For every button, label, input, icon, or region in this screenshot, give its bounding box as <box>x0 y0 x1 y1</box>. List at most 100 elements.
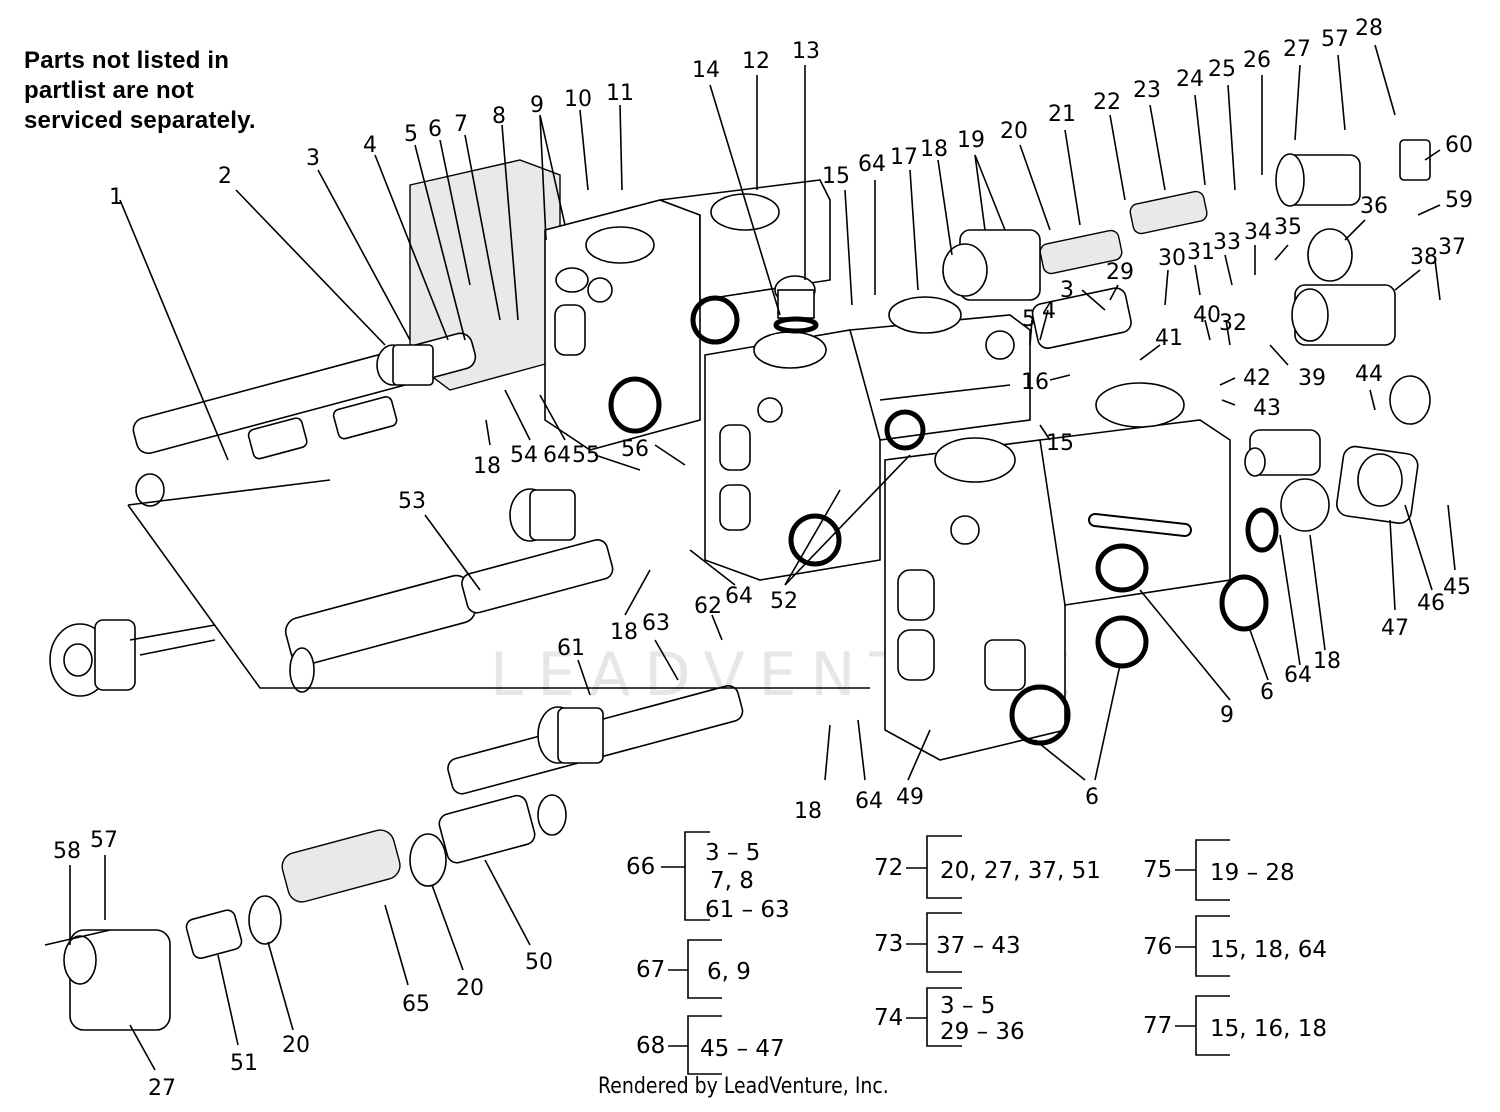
kit-66-line-2: 7, 8 <box>710 868 754 894</box>
callout-40: 40 <box>1193 303 1221 328</box>
callout-37: 37 <box>1438 235 1466 260</box>
kit-77: 77 15, 16, 18 <box>1143 995 1327 1056</box>
kit-75-line-1: 19 – 28 <box>1210 860 1295 886</box>
kit-68: 68 45 – 47 <box>636 1015 785 1075</box>
callout-46: 46 <box>1417 591 1445 616</box>
kit-74-line-2: 29 – 36 <box>940 1019 1025 1045</box>
spring-65 <box>281 829 401 903</box>
callout-44: 44 <box>1355 362 1383 387</box>
callout-labels: 1 2 3 4 5 6 7 8 9 10 11 12 13 14 15 64 1… <box>53 16 1473 1101</box>
callout-22: 22 <box>1093 90 1121 115</box>
valve-body-front <box>884 382 1269 761</box>
callout-18-top: 18 <box>920 137 948 162</box>
kit-66-line-1: 3 – 5 <box>705 840 760 866</box>
callout-5-mid: 5 <box>1022 307 1036 332</box>
kit-74: 74 3 – 5 29 – 36 <box>874 987 1025 1047</box>
callout-42: 42 <box>1243 366 1271 391</box>
callout-29: 29 <box>1106 260 1134 285</box>
callout-20-bottom: 20 <box>456 976 484 1001</box>
kit-68-line-1: 45 – 47 <box>700 1036 785 1062</box>
seat-20-bottom <box>248 833 447 945</box>
kit-76-line-1: 15, 18, 64 <box>1210 937 1327 963</box>
plug-44 <box>1389 375 1431 425</box>
callout-31: 31 <box>1187 240 1215 265</box>
kit-67-number: 67 <box>636 957 665 983</box>
callout-32: 32 <box>1219 311 1247 336</box>
callout-3: 3 <box>306 146 320 171</box>
callout-9: 9 <box>530 93 544 118</box>
callout-9-right: 9 <box>1220 703 1234 728</box>
callout-38: 38 <box>1410 245 1438 270</box>
callout-60: 60 <box>1445 133 1473 158</box>
callout-28: 28 <box>1355 16 1383 41</box>
callout-57-bottom: 57 <box>90 828 118 853</box>
callout-61: 61 <box>557 636 585 661</box>
callout-20-top: 20 <box>1000 119 1028 144</box>
callout-7: 7 <box>454 112 468 137</box>
parts-note-line-3: serviced separately. <box>24 107 256 134</box>
spring-21 <box>1039 229 1123 275</box>
callout-2: 2 <box>218 164 232 189</box>
callout-64-right: 64 <box>1284 663 1312 688</box>
callout-19: 19 <box>957 128 985 153</box>
plug-2 <box>376 344 434 386</box>
callout-18-left: 18 <box>473 454 501 479</box>
callout-45: 45 <box>1443 575 1471 600</box>
callout-62: 62 <box>694 594 722 619</box>
spring-23 <box>1129 190 1208 235</box>
callout-4-mid: 4 <box>1042 299 1056 324</box>
callout-15-mid: 15 <box>1046 431 1074 456</box>
callout-18-mid: 18 <box>610 620 638 645</box>
footer-credit: Rendered by LeadVenture, Inc. <box>598 1074 889 1099</box>
callout-10: 10 <box>564 87 592 112</box>
callout-34: 34 <box>1244 220 1272 245</box>
callout-64-left: 64 <box>543 443 571 468</box>
callout-55: 55 <box>572 443 600 468</box>
linkage-assembly <box>49 479 870 697</box>
callout-39: 39 <box>1298 366 1326 391</box>
plug-13 <box>773 275 819 334</box>
leader-lines <box>69 44 1456 1071</box>
callout-47: 47 <box>1381 616 1409 641</box>
kit-72-number: 72 <box>874 855 903 881</box>
callout-63: 63 <box>642 611 670 636</box>
callout-51: 51 <box>230 1051 258 1076</box>
callout-54: 54 <box>510 443 538 468</box>
callout-13: 13 <box>792 39 820 64</box>
callout-17: 17 <box>890 145 918 170</box>
parts-note-line-1: Parts not listed in <box>24 47 230 74</box>
callout-16: 16 <box>1021 370 1049 395</box>
callout-3-mid: 3 <box>1060 278 1074 303</box>
callout-58: 58 <box>53 839 81 864</box>
parts-note-line-2: partlist are not <box>24 77 194 104</box>
callout-6-bottom: 6 <box>1085 785 1099 810</box>
kit-73-number: 73 <box>874 931 903 957</box>
kit-75: 75 19 – 28 <box>1143 839 1295 901</box>
callout-14: 14 <box>692 58 720 83</box>
kit-68-number: 68 <box>636 1033 665 1059</box>
kit-76-number: 76 <box>1143 934 1172 960</box>
ring-18-right <box>1245 478 1330 553</box>
callout-8: 8 <box>492 104 506 129</box>
kit-77-line-1: 15, 16, 18 <box>1210 1016 1327 1042</box>
callout-23: 23 <box>1133 78 1161 103</box>
callout-4: 4 <box>363 133 377 158</box>
kit-67-line-1: 6, 9 <box>707 959 751 985</box>
callout-57-top: 57 <box>1321 27 1349 52</box>
callout-33: 33 <box>1213 230 1241 255</box>
plug-61 <box>537 706 604 764</box>
callout-6: 6 <box>428 117 442 142</box>
callout-52: 52 <box>770 589 798 614</box>
callout-18-bottom: 18 <box>794 799 822 824</box>
valve-body-rear <box>409 159 831 451</box>
plug-36 <box>1307 228 1353 282</box>
kit-73: 73 37 – 43 <box>874 912 1021 973</box>
callout-56: 56 <box>621 437 649 462</box>
kit-66-number: 66 <box>626 854 655 880</box>
kit-66: 66 3 – 5 7, 8 61 – 63 <box>626 831 790 923</box>
callout-1: 1 <box>109 185 123 210</box>
valve-body-middle <box>704 296 1031 581</box>
callout-30: 30 <box>1158 246 1186 271</box>
callout-24: 24 <box>1176 67 1204 92</box>
